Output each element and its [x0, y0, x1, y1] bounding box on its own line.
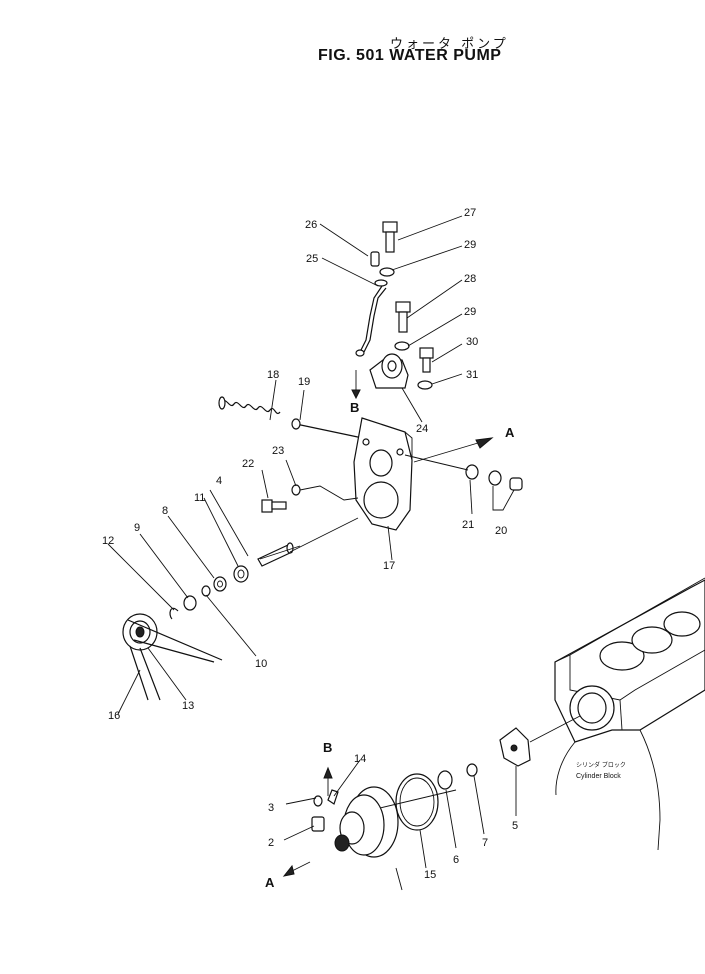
- washer-29-lower: [394, 341, 410, 351]
- bolt-27: [382, 221, 398, 253]
- cylinder-block-jp-label: シリンダ ブロック: [576, 761, 626, 769]
- plug-3: [313, 795, 323, 807]
- elbow-26: [370, 251, 380, 267]
- callout-11: 11: [194, 492, 205, 504]
- callout-27: 27: [464, 207, 476, 219]
- bearing-11: [233, 565, 249, 583]
- callout-numbers: 26 25 27 29 28 29 30 31 24 18 19 23 22 4…: [102, 207, 518, 881]
- leader-lines: [107, 215, 581, 891]
- bracket-17: [353, 417, 413, 531]
- washer-20: [488, 470, 502, 486]
- washer-21: [465, 464, 479, 480]
- washer-31: [417, 380, 433, 390]
- view-marker-a-bottom: A: [265, 875, 275, 890]
- tube-25: [359, 285, 383, 353]
- washer-7: [466, 763, 478, 777]
- callout-23: 23: [272, 445, 284, 457]
- snap-ring-12: [169, 607, 179, 620]
- impeller-5: [499, 727, 531, 767]
- callout-16: 16: [108, 710, 120, 722]
- callout-29-lower: 29: [464, 306, 476, 318]
- callout-25: 25: [306, 253, 318, 265]
- washer-29-upper: [379, 267, 395, 277]
- callout-15: 15: [424, 869, 436, 881]
- elbow-14: [327, 789, 339, 805]
- spring-18: [218, 396, 281, 414]
- view-marker-a-top: A: [505, 425, 515, 440]
- cylinder-block-label: Cylinder Block: [576, 773, 621, 780]
- callout-13: 13: [182, 700, 194, 712]
- callout-19: 19: [298, 376, 310, 388]
- pump-body: [334, 786, 399, 858]
- washer-23: [291, 484, 301, 496]
- callout-4: 4: [216, 475, 222, 487]
- bearing-8: [213, 576, 227, 592]
- callout-30: 30: [466, 336, 478, 348]
- callout-12: 12: [102, 535, 114, 547]
- bracket-24: [369, 353, 409, 389]
- figure-title: FIG. 501 WATER PUMP: [318, 47, 502, 64]
- callout-21: 21: [462, 519, 474, 531]
- callout-29-upper: 29: [464, 239, 476, 251]
- nut-20: [509, 477, 523, 491]
- callout-7: 7: [482, 837, 488, 849]
- bolt-22: [261, 499, 287, 513]
- gasket-15: [395, 773, 439, 831]
- seal-9: [183, 595, 197, 611]
- tube-end: [355, 349, 365, 357]
- callout-28: 28: [464, 273, 476, 285]
- fitting-2: [311, 816, 325, 832]
- callout-26: 26: [305, 219, 317, 231]
- callout-20: 20: [495, 525, 507, 537]
- callout-2: 2: [268, 837, 274, 849]
- callout-31: 31: [466, 369, 478, 381]
- callout-18: 18: [267, 369, 279, 381]
- bolt-28: [395, 301, 411, 333]
- cylinder-block-drawing: [554, 577, 705, 851]
- callout-10: 10: [255, 658, 267, 670]
- belt-16: [127, 619, 223, 701]
- callout-5: 5: [512, 820, 518, 832]
- callout-8: 8: [162, 505, 168, 517]
- view-marker-b-top: B: [350, 400, 359, 415]
- callout-14: 14: [354, 753, 366, 765]
- callout-17: 17: [383, 560, 395, 572]
- spacer-10: [201, 585, 211, 597]
- seal-6: [437, 770, 453, 790]
- view-marker-b-bottom: B: [323, 740, 332, 755]
- bolt-30: [419, 347, 434, 373]
- callout-3: 3: [268, 802, 274, 814]
- callout-6: 6: [453, 854, 459, 866]
- view-arrows: [282, 370, 494, 877]
- figure-title-japanese: ウォータ ポンプ: [390, 37, 509, 52]
- callout-9: 9: [134, 522, 140, 534]
- callout-22: 22: [242, 458, 254, 470]
- callout-24: 24: [416, 423, 428, 435]
